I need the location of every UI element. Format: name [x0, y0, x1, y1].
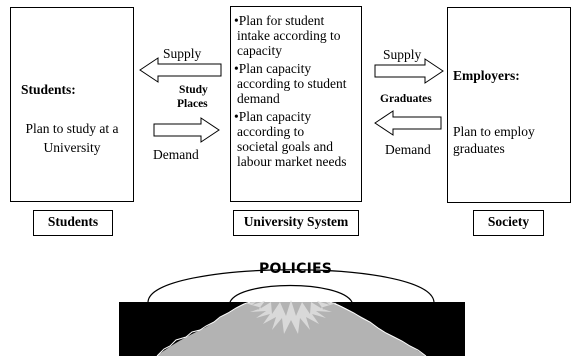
demand-arrow-left — [153, 117, 220, 143]
bullet-1-line-1: •Plan for student — [234, 13, 325, 28]
bullet-2-line-1: •Plan capacity — [234, 61, 312, 76]
bullet-3-line-4: labour market needs — [237, 154, 347, 169]
supply-arrow-right — [374, 58, 444, 84]
policies-title: POLICIES — [259, 261, 333, 277]
right-supply-label: Supply — [383, 47, 422, 62]
left-demand-label: Demand — [153, 147, 199, 162]
right-demand-label: Demand — [385, 142, 431, 157]
employers-line1: Plan to employ — [453, 124, 535, 139]
bullet-3-line-3: societal goals and — [237, 139, 333, 154]
right-graduates-label: Graduates — [380, 93, 432, 105]
bullet-2-line-2: according to student — [237, 76, 347, 91]
bullet-1-line-2: intake according to — [237, 28, 341, 43]
left-supply-label: Supply — [163, 46, 202, 61]
university-box: •Plan for student intake according to ca… — [230, 6, 362, 202]
university-label: University System — [233, 210, 359, 236]
bullet-3-line-1: •Plan capacity — [234, 109, 312, 124]
students-box: Students: Plan to study at a University — [10, 7, 134, 202]
employers-box: Employers: Plan to employ graduates — [447, 7, 571, 203]
inner-arch — [229, 284, 353, 303]
society-label: Society — [473, 210, 544, 236]
policies-illustration — [119, 269, 465, 357]
supply-arrow-left — [139, 57, 222, 83]
students-heading: Students: — [21, 82, 76, 97]
bullet-1-line-3: capacity — [237, 43, 282, 58]
employers-heading: Employers: — [453, 68, 520, 83]
employers-line2: graduates — [453, 141, 505, 156]
starburst — [245, 300, 337, 334]
left-study-label: Study — [179, 84, 208, 96]
students-line2: University — [43, 140, 101, 155]
students-line1: Plan to study at a — [25, 121, 119, 136]
bullet-2-line-3: demand — [237, 91, 280, 106]
students-label: Students — [33, 210, 113, 236]
left-places-label: Places — [177, 98, 208, 110]
bullet-3-line-2: according to — [237, 124, 305, 139]
demand-arrow-right — [374, 110, 442, 136]
